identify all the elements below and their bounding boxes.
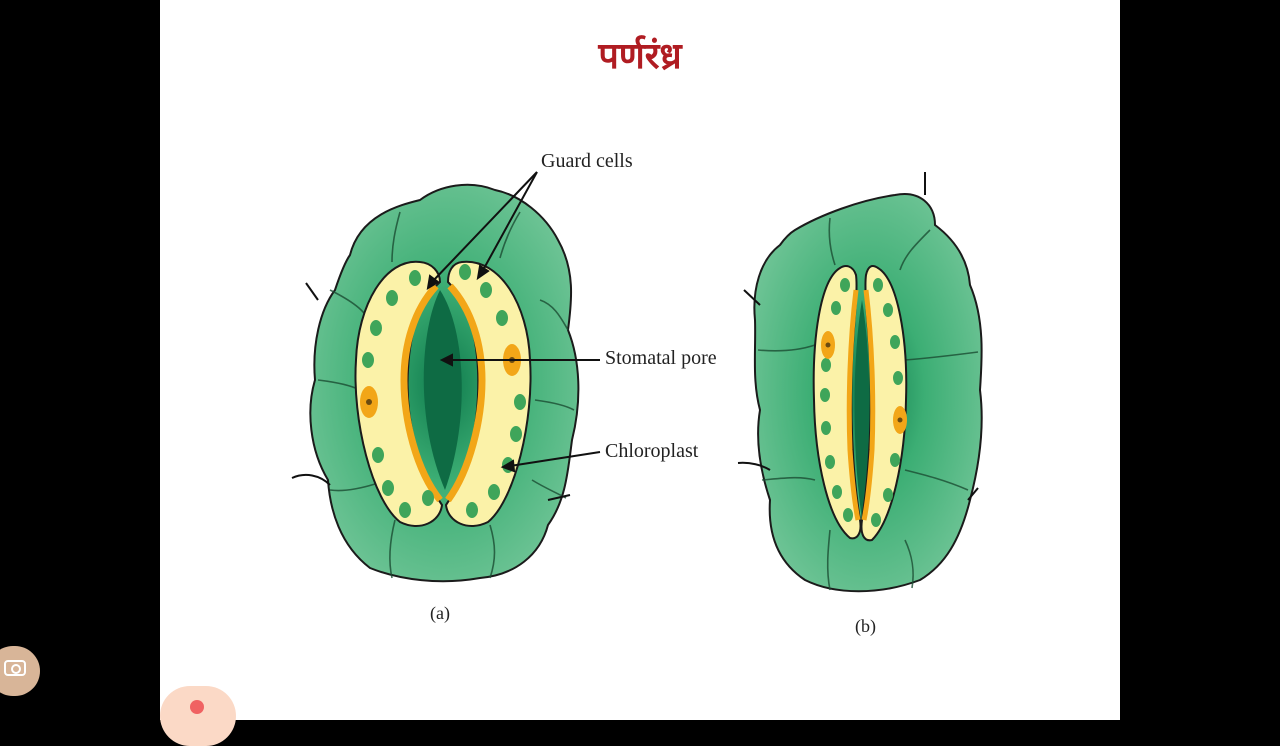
stomatal-pore-a (423, 290, 462, 490)
record-dot-icon (190, 700, 204, 714)
stoma-open (291, 183, 580, 583)
nucleus-b (821, 331, 907, 434)
label-stomatal-pore: Stomatal pore (605, 347, 717, 369)
stomatal-pore-b (854, 300, 870, 520)
chloroplasts-b (820, 278, 903, 527)
chloroplasts-a (362, 264, 526, 518)
record-button[interactable] (160, 686, 236, 746)
caption-b: (b) (855, 616, 876, 636)
camera-icon (4, 660, 26, 676)
stoma-closed (737, 172, 983, 593)
stomata-diagram (291, 171, 983, 593)
label-chloroplast: Chloroplast (605, 440, 699, 462)
caption-a: (a) (430, 603, 450, 623)
slide-title: पर्णरंध्र (598, 36, 682, 77)
label-guard-cells: Guard cells (541, 150, 633, 172)
pointer-lines (426, 171, 601, 473)
